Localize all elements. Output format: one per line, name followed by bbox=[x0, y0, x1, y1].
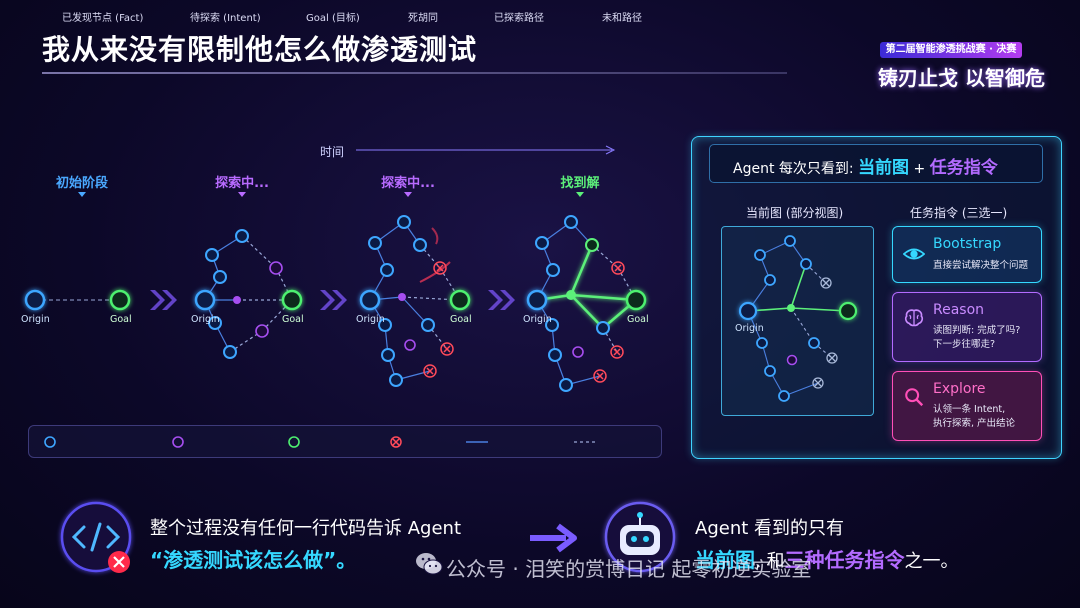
bottom-left-line1: 整个过程没有任何一行代码告诉 Agent bbox=[150, 518, 461, 539]
bottom-right-line2: 当前图, 和三种任务指令之一。 bbox=[695, 548, 959, 572]
reason-title: Reason bbox=[933, 302, 985, 318]
stage-label-4: 找到解 bbox=[560, 176, 600, 191]
explore-card: Explore 认领一条 Intent, 执行探索, 产出结论 bbox=[892, 371, 1042, 441]
legend-fact: 已发现节点 (Fact) bbox=[62, 13, 144, 24]
wechat-icon bbox=[416, 553, 443, 575]
no-icon bbox=[108, 551, 130, 573]
bootstrap-card: Bootstrap 直接尝试解决整个问题 bbox=[892, 226, 1042, 283]
explore-title: Explore bbox=[933, 381, 986, 397]
origin-node bbox=[24, 289, 46, 311]
brain-icon bbox=[904, 309, 924, 327]
graph-stage-1 bbox=[24, 289, 131, 311]
stage-label-1: 初始阶段 bbox=[55, 176, 108, 191]
robot-icon bbox=[604, 501, 676, 573]
bootstrap-desc: 直接尝试解决整个问题 bbox=[933, 260, 1029, 271]
origin-label-1: Origin bbox=[21, 314, 50, 325]
task-title: 任务指令 (三选一) bbox=[910, 206, 1008, 220]
legend-explored: 已探索路径 bbox=[494, 13, 544, 24]
blue-circle-icon bbox=[44, 436, 56, 448]
stage-marker-4 bbox=[576, 192, 584, 197]
legend-deadend: 死胡同 bbox=[408, 13, 438, 24]
agent-view-heading: Agent 每次只看到: 当前图 + 任务指令 bbox=[733, 158, 998, 178]
stage-marker-3 bbox=[404, 192, 412, 197]
explore-desc-1: 认领一条 Intent, bbox=[933, 404, 1006, 415]
goal-label-1: Goal bbox=[110, 314, 132, 325]
bottom-right-line1: Agent 看到的只有 bbox=[695, 518, 845, 539]
legend-intent: 待探索 (Intent) bbox=[190, 13, 261, 24]
timeline-label: 时间 bbox=[320, 145, 345, 159]
goal-node bbox=[109, 289, 131, 311]
search-icon bbox=[905, 388, 924, 407]
agent-view-header bbox=[709, 144, 1043, 183]
graph-stage-4 bbox=[526, 215, 647, 392]
stage-marker-2 bbox=[238, 192, 246, 197]
explore-desc-2: 执行探索, 产出结论 bbox=[933, 418, 1016, 429]
goal-label-3: Goal bbox=[450, 314, 472, 325]
origin-label-3: Origin bbox=[356, 314, 385, 325]
goal-label-2: Goal bbox=[282, 314, 304, 325]
title-underline bbox=[42, 72, 787, 74]
green-circle-icon bbox=[288, 436, 300, 448]
current-graph-view bbox=[721, 226, 874, 416]
stage-label-3: 探索中... bbox=[381, 176, 435, 191]
stage-marker-1 bbox=[78, 192, 86, 197]
bottom-left-line2: “渗透测试该怎么做”。 bbox=[150, 548, 357, 572]
legend bbox=[28, 425, 662, 458]
legend-unexplored: 未和路径 bbox=[602, 13, 642, 24]
graph-stage-3 bbox=[359, 215, 471, 387]
graph-stage-2 bbox=[194, 229, 303, 359]
reason-desc-1: 读图判断: 完成了吗? bbox=[933, 325, 1021, 336]
reason-card: Reason 读图判断: 完成了吗? 下一步往哪走? bbox=[892, 292, 1042, 362]
goal-label-4: Goal bbox=[627, 314, 649, 325]
event-slogan: 铸刃止戈 以智御危 bbox=[878, 66, 1045, 90]
page-title: 我从来没有限制他怎么做渗透测试 bbox=[42, 33, 478, 66]
current-origin-label: Origin bbox=[735, 323, 764, 334]
bootstrap-title: Bootstrap bbox=[933, 236, 1002, 252]
reason-desc-2: 下一步往哪走? bbox=[933, 339, 996, 350]
right-arrow-icon bbox=[530, 523, 577, 553]
chevron-arrows bbox=[150, 290, 515, 310]
origin-label-2: Origin bbox=[191, 314, 220, 325]
eye-icon bbox=[903, 248, 925, 260]
red-x-icon bbox=[390, 436, 402, 448]
current-view-title: 当前图 (部分视图) bbox=[746, 206, 844, 220]
event-badge: 第二届智能渗透挑战赛 · 决赛 bbox=[880, 42, 1022, 58]
stage-label-2: 探索中... bbox=[215, 176, 269, 191]
watermark: 公众号 · 泪笑的赏博日记 起零初逆实验室 bbox=[446, 557, 812, 581]
legend-goal: Goal (目标) bbox=[306, 13, 360, 24]
purple-circle-icon bbox=[172, 436, 184, 448]
origin-label-4: Origin bbox=[523, 314, 552, 325]
